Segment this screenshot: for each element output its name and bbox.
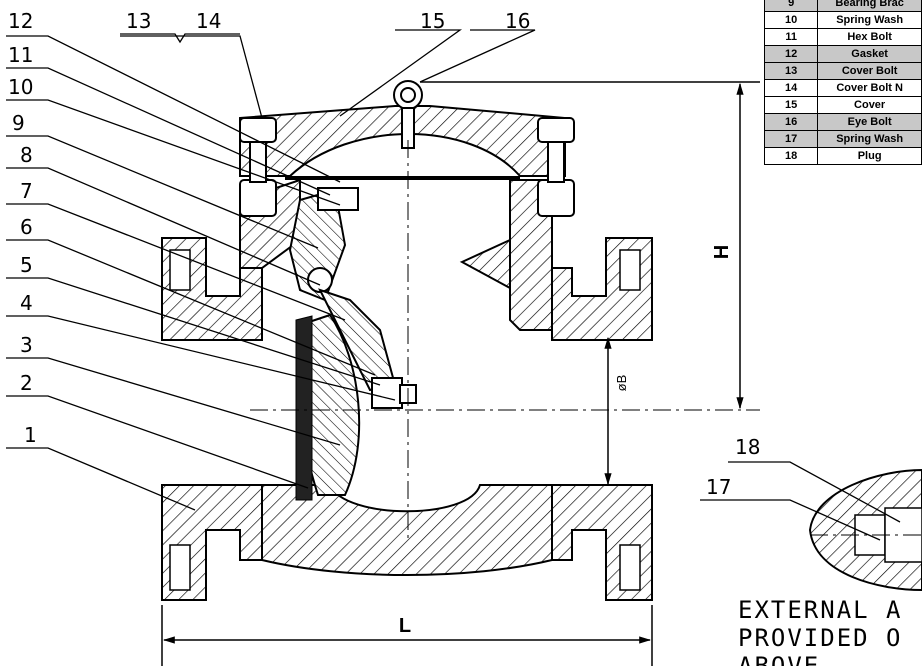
parts-table-name: Cover Bolt — [817, 62, 922, 80]
flange-holes — [169, 249, 641, 591]
note-line-2: PROVIDED O — [738, 624, 903, 652]
note-line-3: ABOVE — [738, 652, 820, 666]
bearing-bracket — [288, 187, 359, 302]
part-label-4: 4 — [20, 291, 33, 315]
part-label-11: 11 — [8, 43, 33, 67]
leader-lines — [6, 29, 536, 511]
part-label-18: 18 — [735, 435, 760, 459]
plug-detail — [700, 461, 922, 592]
part-label-12: 12 — [8, 9, 33, 33]
parts-table-name: Cover Bolt N — [817, 79, 922, 97]
centre-lines — [250, 140, 760, 540]
part-label-3: 3 — [20, 333, 33, 357]
parts-table-no: 18 — [763, 147, 819, 165]
dimension-b-label: øB — [614, 375, 629, 392]
part-label-10: 10 — [8, 75, 33, 99]
part-label-2: 2 — [20, 371, 33, 395]
parts-table-no: 9 — [763, 0, 819, 12]
parts-table-no: 16 — [763, 113, 819, 131]
dimension-l-label: L — [399, 615, 411, 637]
part-label-1: 1 — [24, 423, 37, 447]
dimension-l — [161, 605, 653, 666]
parts-table-name: Eye Bolt — [817, 113, 922, 131]
parts-table-no: 12 — [763, 45, 819, 63]
disc-assembly — [297, 288, 417, 496]
parts-table-name: Spring Wash — [817, 11, 922, 29]
part-label-7: 7 — [20, 179, 33, 203]
part-label-6: 6 — [20, 215, 33, 239]
parts-table-no: 17 — [763, 130, 819, 148]
cover-bolts — [239, 117, 575, 217]
parts-table-name: Bearing Brac — [817, 0, 922, 12]
parts-table-name: Cover — [817, 96, 922, 114]
parts-table-no: 11 — [763, 28, 819, 46]
parts-table-name: Hex Bolt — [817, 28, 922, 46]
part-label-13: 13 — [126, 9, 151, 33]
part-label-14: 14 — [196, 9, 221, 33]
part-label-9: 9 — [12, 111, 25, 135]
parts-table-name: Gasket — [817, 45, 922, 63]
dimension-h — [420, 81, 760, 410]
part-label-5: 5 — [20, 253, 33, 277]
parts-table-no: 15 — [763, 96, 819, 114]
part-label-15: 15 — [420, 9, 445, 33]
parts-table-no: 14 — [763, 79, 819, 97]
parts-table-name: Spring Wash — [817, 130, 922, 148]
body-rib — [459, 238, 511, 290]
part-label-17: 17 — [706, 475, 731, 499]
part-label-16: 16 — [505, 9, 530, 33]
dimension-h-label: H — [711, 245, 733, 259]
part-label-8: 8 — [20, 143, 33, 167]
label-brace — [120, 33, 240, 44]
parts-table-name: Plug — [817, 147, 922, 165]
parts-table-no: 13 — [763, 62, 819, 80]
parts-table-no: 10 — [763, 11, 819, 29]
note-line-1: EXTERNAL A — [738, 596, 903, 624]
